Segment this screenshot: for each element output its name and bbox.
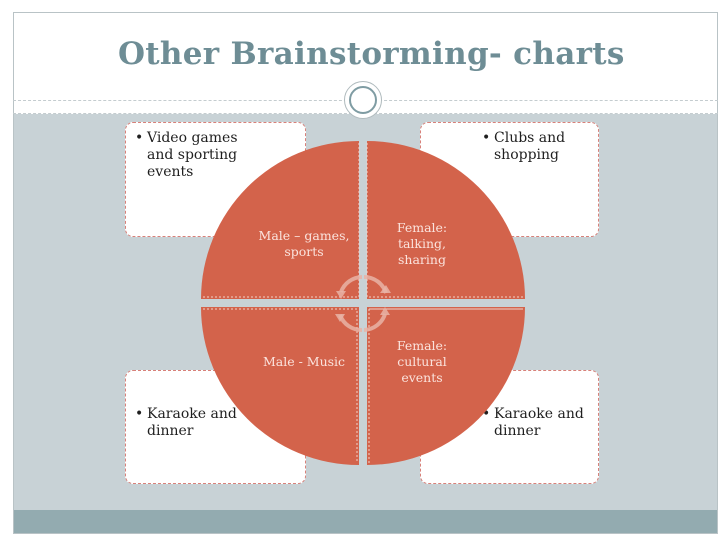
quadrant-top-right — [367, 141, 525, 299]
quadrant-label-bottom-right: Female: cultural events — [396, 338, 448, 385]
quadrant-bottom-right — [367, 307, 525, 465]
quadrant-label-bottom-left: Male - Music — [262, 354, 346, 369]
corner-box-text-bottom-right: Karaoke and dinner — [482, 406, 594, 440]
quadrant-label-top-right: Female: talking, sharing — [396, 220, 448, 267]
corner-box-text-bottom-left: Karaoke and dinner — [135, 406, 247, 440]
slide-frame — [13, 12, 718, 534]
corner-box-text-top-right: Clubs and shopping — [482, 130, 589, 164]
circle-ornament-icon — [344, 81, 382, 119]
slide-title: Other Brainstorming- charts — [118, 36, 625, 72]
quadrant-top-left — [201, 141, 359, 299]
corner-box-text-top-left: Video games and sporting events — [135, 130, 247, 181]
quadrant-bottom-left — [201, 307, 359, 465]
quadrant-dashed-edges — [203, 143, 523, 463]
cycle-arrowheads — [335, 285, 391, 322]
quadrant-group — [201, 141, 525, 465]
quadrant-label-top-left: Male – games, sports — [258, 228, 350, 259]
circle-ornament-inner — [349, 86, 377, 114]
bottom-band — [14, 510, 717, 533]
